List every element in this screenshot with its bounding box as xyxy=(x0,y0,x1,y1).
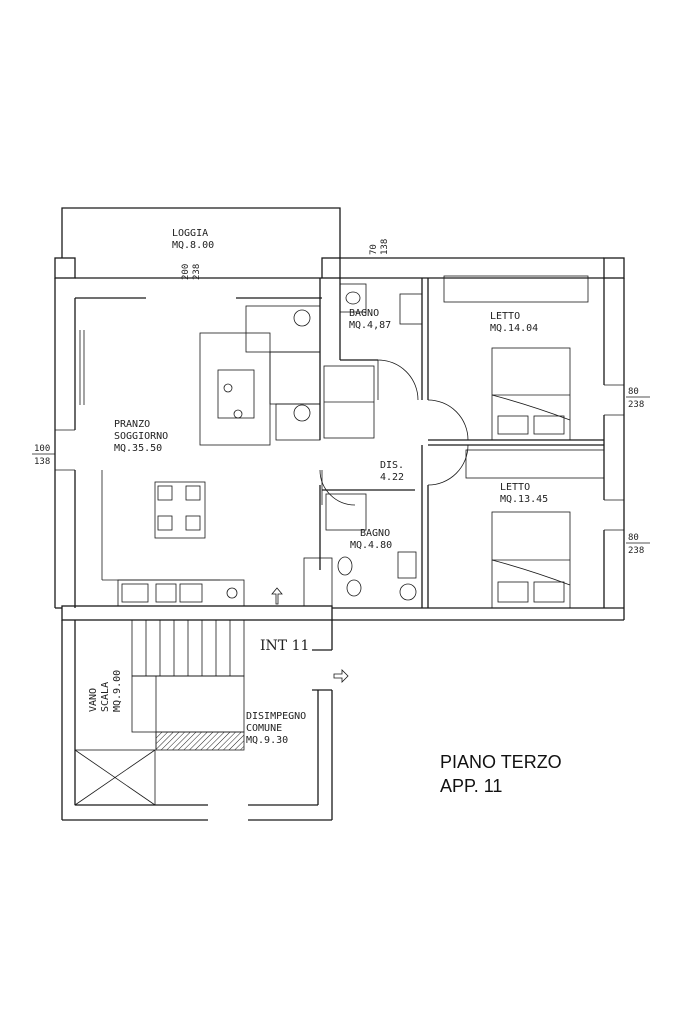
dim-2-top: 70 xyxy=(369,244,379,255)
letto1-area: MQ.14.04 xyxy=(490,323,538,334)
bathroom-1-fixtures xyxy=(323,283,423,439)
dim-1-bottom: 238 xyxy=(192,264,202,280)
dim-5-top: 80 xyxy=(628,533,639,543)
loggia-name: LOGGIA xyxy=(172,228,208,239)
disimpegno-name-2: COMUNE xyxy=(246,723,282,734)
sofa xyxy=(199,305,321,446)
letto2-name: LETTO xyxy=(500,482,530,493)
kitchen-counter xyxy=(117,579,245,607)
letto2-area: MQ.13.45 xyxy=(500,494,548,505)
loggia-area: MQ.8.00 xyxy=(172,240,214,251)
dim-4-bottom: 238 xyxy=(628,400,644,410)
bagno1-area: MQ.4,87 xyxy=(349,320,391,331)
bagno2-name: BAGNO xyxy=(360,528,390,539)
door-swings xyxy=(319,359,469,506)
apartment-number: APP. 11 xyxy=(440,776,502,796)
pranzo-name-2: SOGGIORNO xyxy=(114,431,168,442)
dining-table xyxy=(154,481,206,539)
disimpegno-area: MQ.9.30 xyxy=(246,735,288,746)
bagno2-area: MQ.4.80 xyxy=(350,540,392,551)
dim-3-bottom: 138 xyxy=(34,457,50,467)
vano-name-2: SCALA xyxy=(100,682,111,712)
living-window xyxy=(79,330,85,405)
bathroom-2-fixtures xyxy=(303,493,417,607)
stairwell xyxy=(61,619,333,821)
vano-name-1: VANO xyxy=(88,688,99,712)
plan-title: PIANO TERZO xyxy=(440,752,562,772)
dis-area: 4.22 xyxy=(380,472,404,483)
bedroom-2-furniture xyxy=(465,449,605,609)
bagno1-name: BAGNO xyxy=(349,308,379,319)
dis-name: DIS. xyxy=(380,460,404,471)
dim-3-top: 100 xyxy=(34,444,50,454)
disimpegno-name-1: DISIMPEGNO xyxy=(246,711,306,722)
dim-1-top: 200 xyxy=(181,264,191,280)
pranzo-name-1: PRANZO xyxy=(114,419,150,430)
entrance-arrows xyxy=(271,587,349,683)
vano-area: MQ.9.00 xyxy=(112,670,123,712)
dim-2-bottom: 138 xyxy=(380,239,390,255)
pranzo-area: MQ.35.50 xyxy=(114,443,162,454)
bedroom-1-furniture xyxy=(443,275,589,441)
letto1-name: LETTO xyxy=(490,311,520,322)
entrance-label: INT 11 xyxy=(260,638,309,654)
dim-5-bottom: 238 xyxy=(628,546,644,556)
dim-4-top: 80 xyxy=(628,387,639,397)
